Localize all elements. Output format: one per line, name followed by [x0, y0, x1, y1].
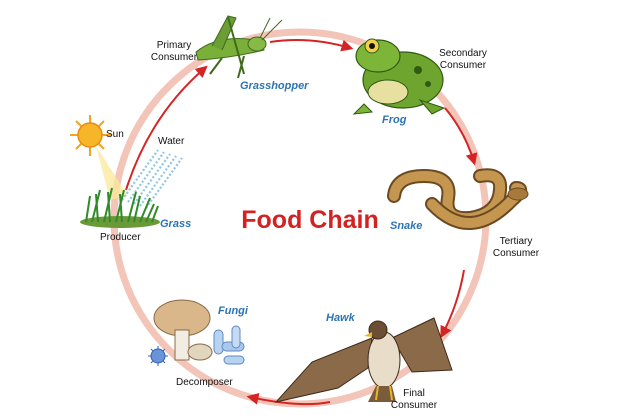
producer-label: Producer	[100, 232, 141, 243]
final-consumer-label: Final Consumer	[390, 388, 438, 411]
tertiary-consumer-label: Tertiary Consumer	[492, 236, 540, 259]
diagram-title: Food Chain	[241, 206, 379, 234]
arrow-snake-to-hawk	[440, 269, 465, 339]
frog-icon	[352, 38, 446, 115]
sun-label: Sun	[106, 129, 124, 140]
primary-consumer-label: Primary Consumer	[150, 40, 198, 63]
fungi-name: Fungi	[218, 305, 248, 317]
water-rays	[121, 149, 183, 209]
decomposer-label: Decomposer	[176, 377, 233, 388]
hawk-icon	[274, 317, 453, 403]
arrow-grass-to-grasshopper	[125, 65, 208, 191]
arrow-hawk-to-decomposer	[246, 392, 331, 406]
snake-icon	[387, 168, 529, 230]
secondary-consumer-label: Secondary Consumer	[439, 48, 487, 71]
grass-name: Grass	[160, 218, 192, 230]
grasshopper-name: Grasshopper	[240, 80, 309, 92]
arrow-frog-to-snake	[444, 107, 478, 166]
snake-name: Snake	[390, 220, 423, 232]
grass-icon	[80, 187, 160, 228]
arrow-grasshopper-to-frog	[269, 39, 354, 52]
sun-icon	[70, 115, 128, 200]
water-label: Water	[158, 136, 185, 147]
grasshopper-icon	[195, 15, 283, 79]
hawk-name: Hawk	[326, 312, 355, 324]
fungi-icon	[148, 299, 245, 366]
frog-name: Frog	[382, 114, 407, 126]
